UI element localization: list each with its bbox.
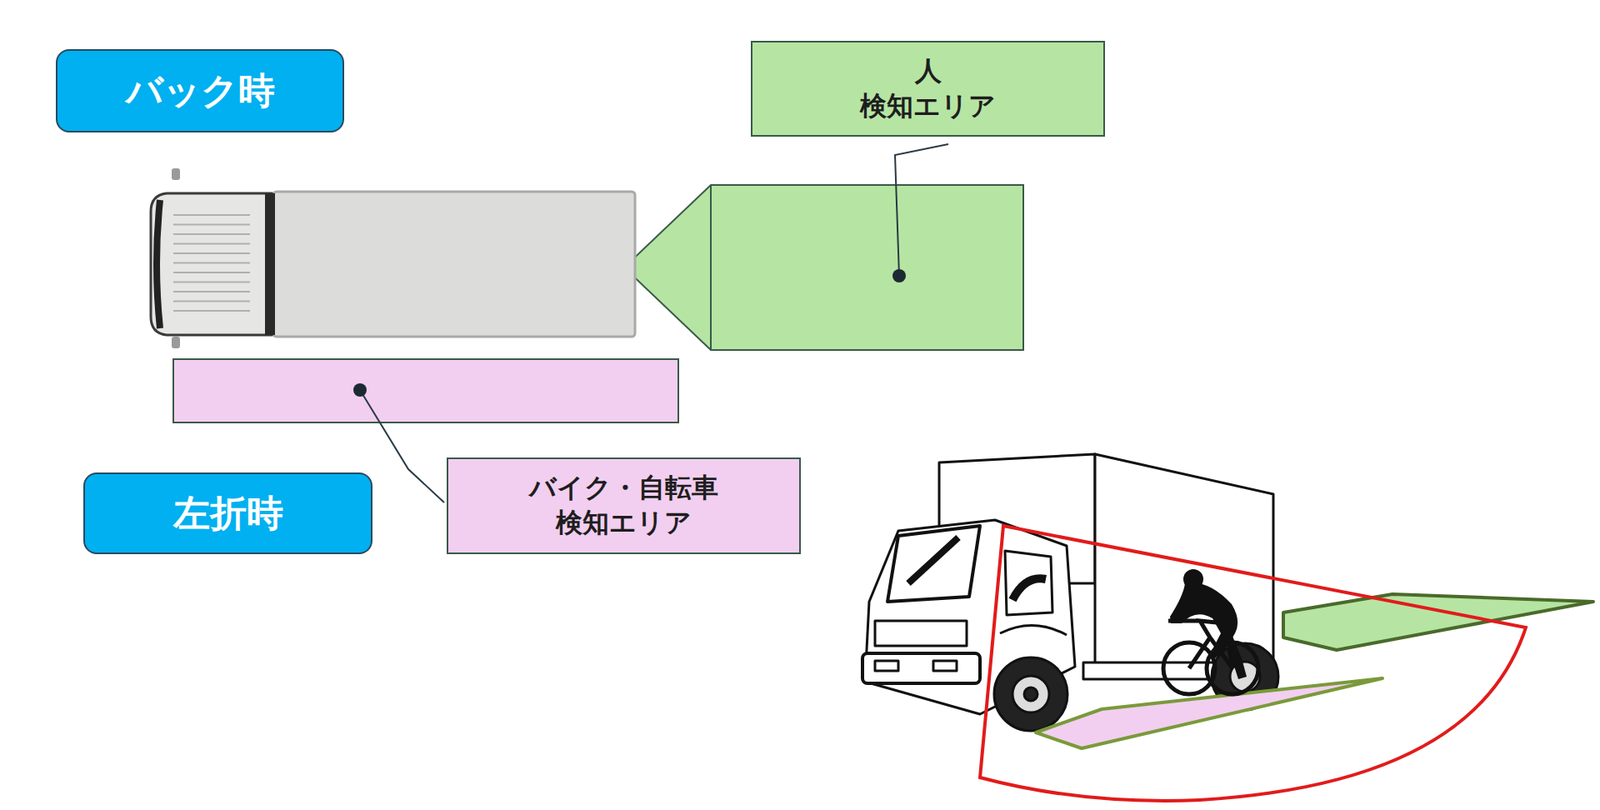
callout-box: 人 検知エリア: [750, 40, 1105, 137]
bike-detection-area: [173, 359, 679, 423]
label-text: バック時: [125, 66, 275, 115]
label-text: 人 検知エリア: [853, 54, 1003, 124]
truck-top-view: [150, 168, 635, 349]
mode-label: 左折時: [83, 472, 373, 555]
camera-view-sector: [980, 525, 1526, 801]
leader-line: [353, 144, 949, 503]
callout-box: バイク・自転車 検知エリア: [446, 457, 801, 555]
truck-illustration: [862, 454, 1594, 749]
person-detection-area: [624, 185, 1024, 350]
label-text: バイク・自転車 検知エリア: [522, 470, 725, 540]
area-divider: [710, 185, 712, 350]
label-text: 左折時: [173, 489, 284, 537]
cyclist-silhouette: [1163, 569, 1259, 695]
mode-label: バック時: [55, 49, 345, 133]
